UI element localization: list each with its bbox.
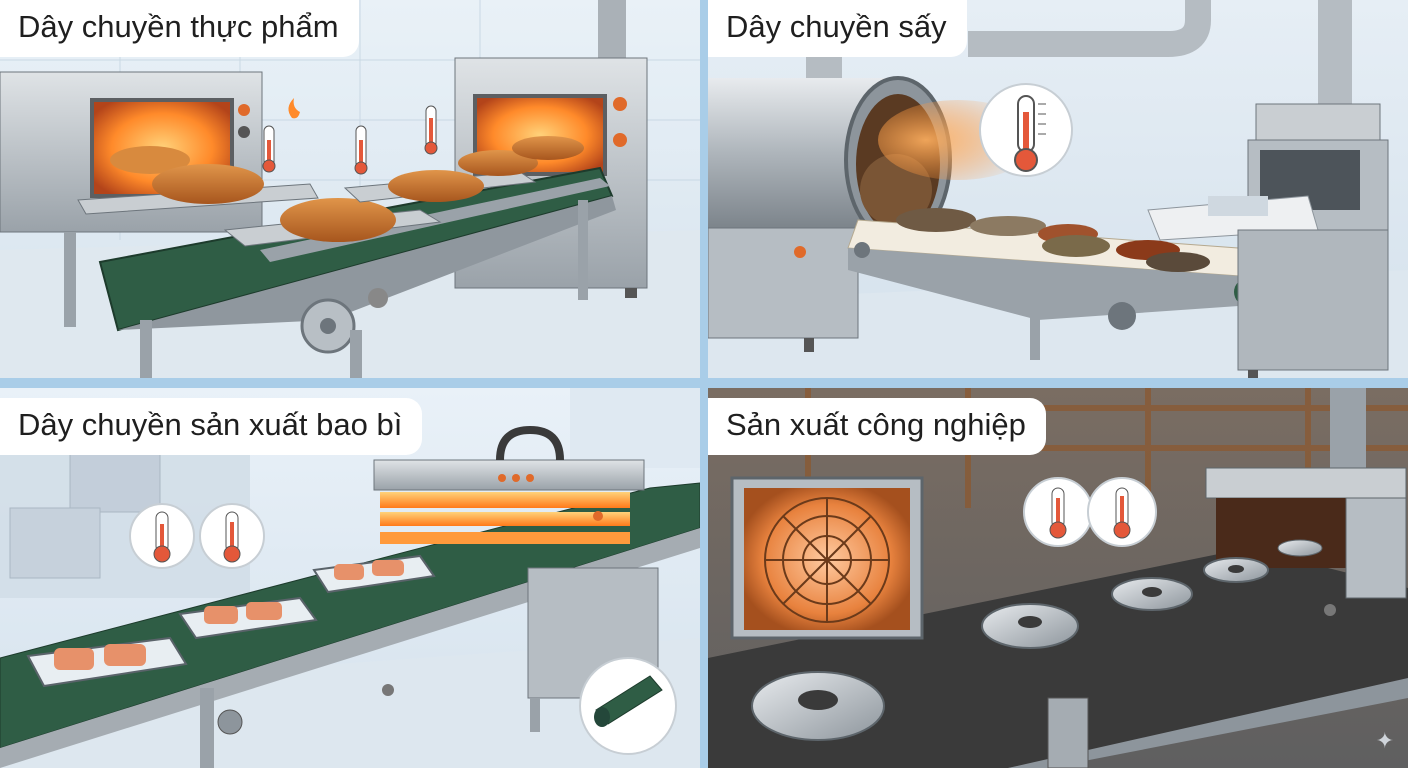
panel-caption: Dây chuyền thực phẩm [0,0,359,57]
panel-caption: Dây chuyền sấy [708,0,967,57]
tray-3 [312,554,436,594]
panel-packaging-line: Dây chuyền sản xuất bao bì [0,388,700,768]
panel-industrial: Sản xuất công nghiệp ✦ [708,388,1408,768]
sparkle-icon: ✦ [1375,729,1394,754]
food-line-illustration [0,0,700,378]
thermometer-icon-badge-1 [1023,477,1093,547]
panel-caption: Dây chuyền sản xuất bao bì [0,398,423,455]
thermometer-icon-badge-2 [1087,477,1157,547]
panel-caption: Sản xuất công nghiệp [708,398,1046,455]
belt-roll-icon [579,657,677,755]
tray-1 [26,636,188,688]
thermometer-icon-badge-1 [129,503,195,569]
panel-drying-line: Dây chuyền sấy [708,0,1408,378]
panel-food-line: Dây chuyền thực phẩm [0,0,700,378]
thermometer-icon-badge [979,83,1073,177]
industrial-illustration [708,388,1408,768]
thermometer-icon-1 [262,125,276,173]
thermometer-icon-badge-2 [199,503,265,569]
drying-line-illustration [708,0,1408,378]
tray-2 [178,596,318,640]
